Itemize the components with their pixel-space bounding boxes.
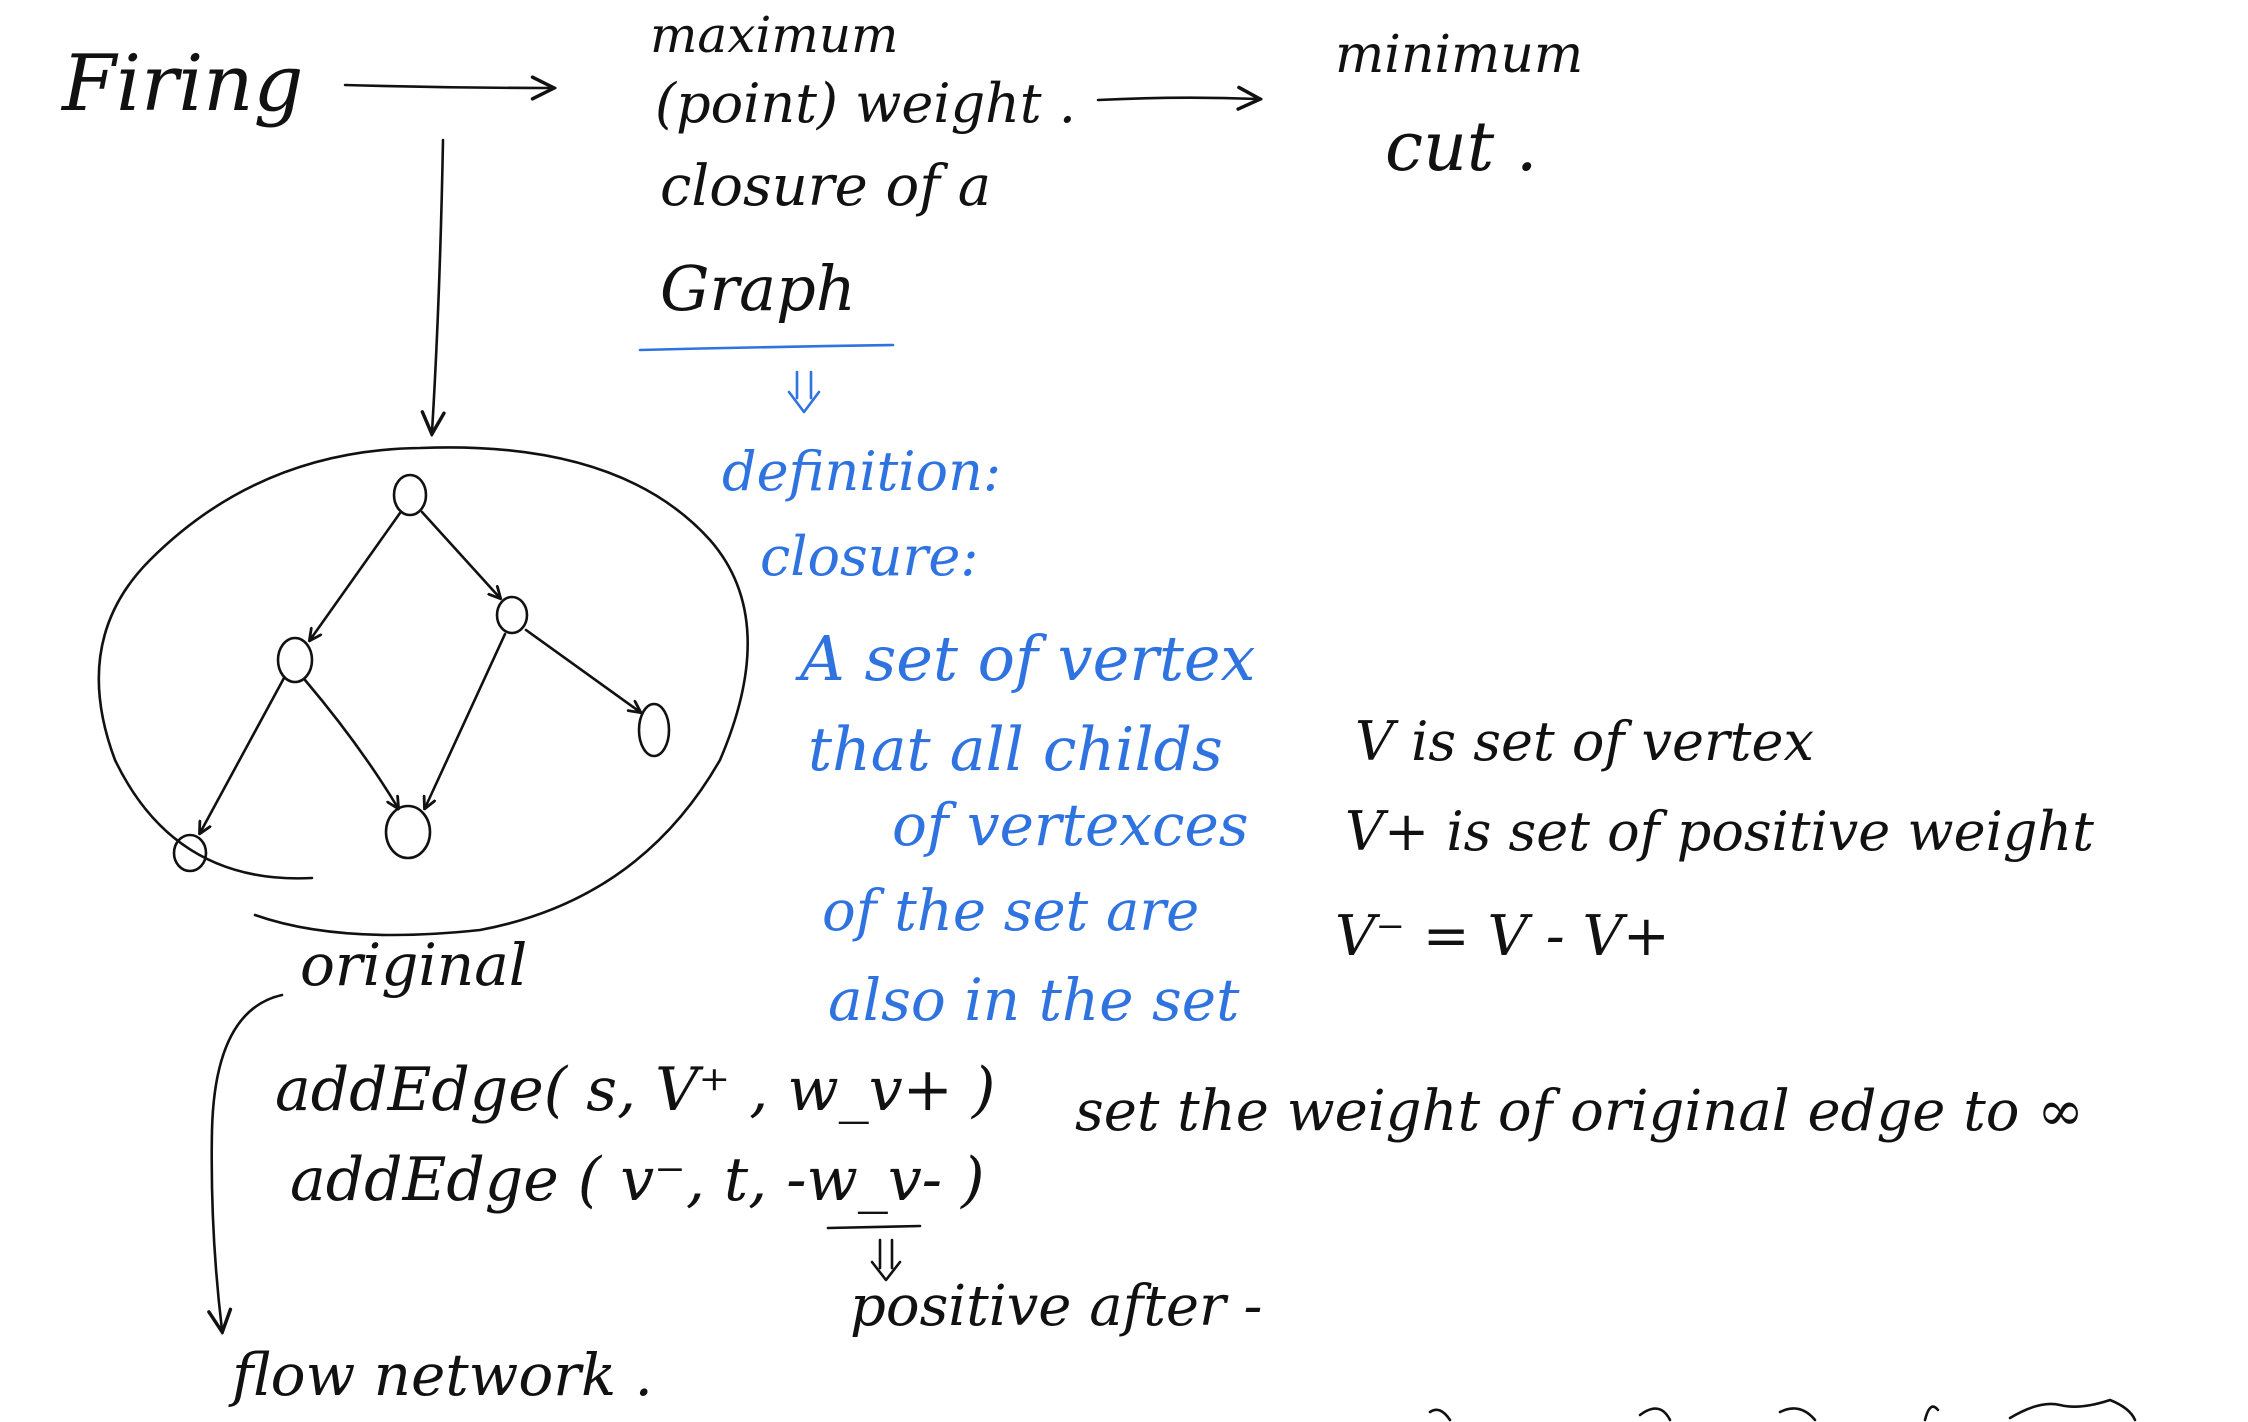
graph-edge bbox=[310, 511, 402, 640]
graph-node-right bbox=[495, 595, 529, 635]
add-edge-sink: addEdge ( v⁻, t, -w_v- ) bbox=[290, 1145, 985, 1215]
graph-edge bbox=[420, 510, 500, 598]
set-definition-1: V is set of vertex bbox=[1355, 710, 1814, 773]
flow-network-label: flow network . bbox=[228, 1341, 653, 1409]
neg-weight-underline bbox=[826, 1224, 922, 1230]
definition-line-3: of vertexces bbox=[892, 791, 1249, 859]
graph-enclosure bbox=[97, 446, 749, 937]
graph-node-left bbox=[276, 636, 314, 684]
graph-edge bbox=[200, 676, 286, 833]
cut-label: cut . bbox=[1385, 108, 1537, 187]
graph-label: Graph bbox=[660, 252, 856, 325]
maximum-label: maximum bbox=[650, 6, 898, 64]
set-definition-3: V⁻ = V - V+ bbox=[1335, 904, 1670, 969]
arrow-original-to-flow bbox=[212, 993, 284, 1330]
firing-label: Firing bbox=[60, 39, 303, 129]
graph-underline bbox=[638, 343, 895, 352]
double-down-arrow-icon bbox=[787, 370, 821, 414]
point-weight-label: (point) weight . bbox=[655, 72, 1076, 135]
definition-line-4: of the set are bbox=[822, 879, 1199, 944]
definition-line-1: A set of vertex bbox=[795, 622, 1256, 695]
arrow-firing-to-closure bbox=[343, 85, 552, 88]
infinite-weight-note: set the weight of original edge to ∞ bbox=[1075, 1079, 2084, 1144]
positive-after-note: positive after - bbox=[850, 1274, 1262, 1339]
definition-line-5: also in the set bbox=[828, 966, 1240, 1034]
graph-node-left-left bbox=[172, 833, 208, 873]
original-label: original bbox=[300, 931, 527, 999]
closure-of-a-label: closure of a bbox=[660, 154, 991, 219]
definition-heading: definition: bbox=[722, 440, 1001, 503]
arrow-closure-to-cut bbox=[1096, 98, 1258, 100]
graph-edge bbox=[524, 628, 640, 712]
double-down-arrow-icon bbox=[870, 1238, 902, 1282]
graph-node-left-right bbox=[384, 804, 432, 860]
minimum-label: minimum bbox=[1335, 25, 1583, 85]
graph-edge bbox=[303, 678, 398, 808]
graph-node-root bbox=[392, 473, 428, 517]
graph-edge bbox=[425, 632, 507, 808]
cropped-handwriting bbox=[1428, 1398, 2137, 1422]
closure-term: closure: bbox=[760, 525, 978, 588]
add-edge-source: addEdge( s, V⁺ , w_v+ ) bbox=[275, 1055, 995, 1125]
set-definition-2: V+ is set of positive weight bbox=[1345, 800, 2094, 863]
graph-node-right-right bbox=[637, 702, 671, 758]
definition-line-2: that all childs bbox=[808, 715, 1223, 785]
arrow-firing-to-graph bbox=[432, 138, 443, 432]
